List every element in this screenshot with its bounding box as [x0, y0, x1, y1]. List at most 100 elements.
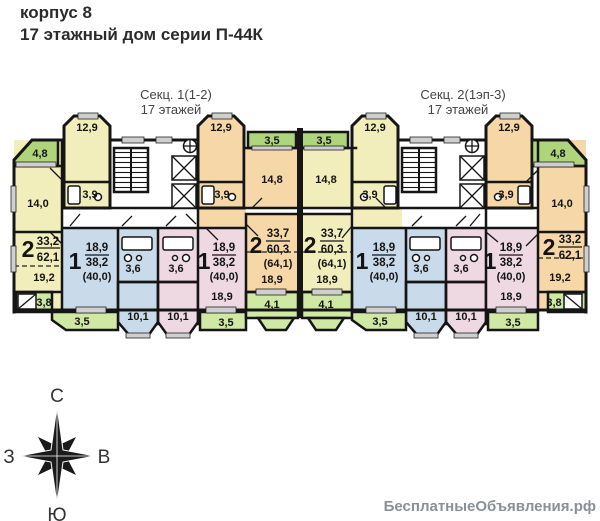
room-label: 3,5 [316, 135, 331, 147]
stairwell-s2 [400, 146, 438, 194]
room-label: 12,9 [498, 122, 519, 134]
room-label: 10,1 [455, 311, 476, 323]
room-label: 18,9 [500, 291, 521, 303]
room-label: 3,6 [413, 263, 428, 275]
apt-living-area: 18,9 [373, 242, 395, 254]
windows [10, 112, 590, 339]
compass-rose: С Ю З В [3, 386, 110, 521]
apt7-living [486, 228, 538, 310]
apt-living-area: 18,9 [86, 242, 108, 254]
apt-total-alt: (40,0) [497, 271, 526, 283]
apt-total-alt: (64,1) [318, 258, 347, 270]
apt-type: 2 [250, 232, 263, 258]
fire-ladder-icon-left [17, 293, 37, 310]
room-label: 3,9 [82, 189, 97, 201]
room-label: 14,8 [315, 174, 336, 186]
room-label: 19,2 [549, 272, 570, 284]
apt1-body [14, 140, 62, 310]
apartment-label-a4: 2 33,7 60,3 (64,1) [250, 228, 293, 270]
apartment-label-a2: 1 18,9 38,2 (40,0) [69, 242, 112, 283]
apt-type: 1 [356, 248, 369, 274]
room-label: 14,8 [261, 174, 282, 186]
apt-type: 2 [22, 236, 35, 262]
apt-type: 1 [198, 248, 211, 274]
apt-total-area: 60,3 [321, 244, 343, 256]
balconies [12, 130, 588, 332]
section-divider-wall [297, 128, 303, 318]
section1-label: Секц. 1(1-2) [140, 87, 212, 102]
door-marks [49, 167, 539, 247]
apt-total-alt: (40,0) [210, 271, 239, 283]
room-label: 3,5 [264, 135, 279, 147]
room-label: 12,9 [76, 122, 97, 134]
apt-type: 2 [304, 232, 317, 258]
room-label: 3,5 [74, 316, 89, 328]
elevator-icons-s2 [459, 155, 485, 209]
room-label: 3,6 [168, 263, 183, 275]
room-label: 10,1 [127, 311, 148, 323]
apt-total-area: 38,2 [86, 257, 108, 269]
room-label: 3,9 [362, 189, 377, 201]
section2-floors: 17 этажей [428, 102, 489, 117]
room-label: 19,2 [33, 272, 54, 284]
trash-chute-icon-s1 [182, 138, 198, 154]
apt-living-area: 33,2 [37, 236, 59, 248]
apt4-hall [198, 208, 246, 228]
apt-living-area: 18,9 [500, 242, 522, 254]
room-label: 3,6 [453, 263, 468, 275]
apt-type: 2 [543, 234, 556, 260]
room-label: 10,1 [167, 311, 188, 323]
room-label: 3,5 [505, 317, 520, 329]
room-label: 14,0 [27, 198, 48, 210]
watermark: БесплатныеОбъявления.рф [384, 498, 596, 515]
balcony-41-s1-bump [255, 316, 297, 332]
apartment-label-a1: 2 33,2 62,1 [22, 236, 60, 264]
apt5-hall [354, 208, 402, 228]
compass-axis-lines [19, 406, 95, 504]
elevator-icons-s1 [171, 155, 197, 209]
trash-chute-icon-s2 [464, 138, 480, 154]
apartment-label-a6: 1 18,9 38,2 (40,0) [356, 242, 399, 283]
room-label: 4,8 [550, 148, 565, 160]
apt-living-area: 33,2 [559, 234, 581, 246]
section1-floors: 17 этажей [141, 102, 202, 117]
room-label: 18,9 [316, 274, 337, 286]
room-label: 10,1 [415, 311, 436, 323]
room-label: 3,9 [214, 189, 229, 201]
bath-fixtures [67, 185, 531, 263]
compass-south: Ю [47, 505, 66, 521]
apt5-room148 [300, 148, 352, 208]
room-label: 4,8 [32, 148, 47, 160]
room-label: 3,8 [546, 297, 561, 309]
compass-east: В [98, 447, 111, 468]
page-subtitle: 17 этажный дом серии П-44К [20, 25, 264, 44]
section2-label: Секц. 2(1эп-3) [420, 87, 505, 102]
apt2-living [62, 228, 118, 310]
apt-type: 1 [484, 248, 497, 274]
loggia-35-s2 [350, 310, 408, 332]
apt8-body [538, 140, 586, 310]
room-label: 3,5 [372, 316, 387, 328]
apt-total-area: 38,2 [373, 257, 395, 269]
apt-total-alt: (64,1) [264, 258, 293, 270]
apt-total-area: 62,1 [37, 252, 60, 264]
room-label: 3,5 [218, 317, 233, 329]
compass-west: З [3, 447, 14, 468]
room-label: 3,9 [498, 189, 513, 201]
apt-type: 1 [69, 248, 82, 274]
apartment-label-a8: 2 33,2 62,1 [543, 234, 582, 262]
apartment-label-a3: 1 18,9 38,2 (40,0) [198, 242, 239, 283]
room-labels: 4,8 12,9 14,0 3,9 19,2 3,8 3,5 3,6 3,6 1… [27, 122, 572, 329]
apartment-label-a5: 2 33,7 60,3 (64,1) [304, 228, 347, 270]
page-title: корпус 8 [20, 3, 92, 22]
apt-living-area: 33,7 [321, 228, 343, 240]
fire-ladder-icon-right [563, 293, 583, 310]
room-label: 3,8 [36, 297, 51, 309]
apt-total-alt: (40,0) [370, 271, 399, 283]
room-label: 18,9 [211, 291, 232, 303]
apt-total-area: 62,1 [559, 250, 582, 262]
apt-total-area: 60,3 [267, 244, 289, 256]
room-label: 12,9 [364, 122, 385, 134]
